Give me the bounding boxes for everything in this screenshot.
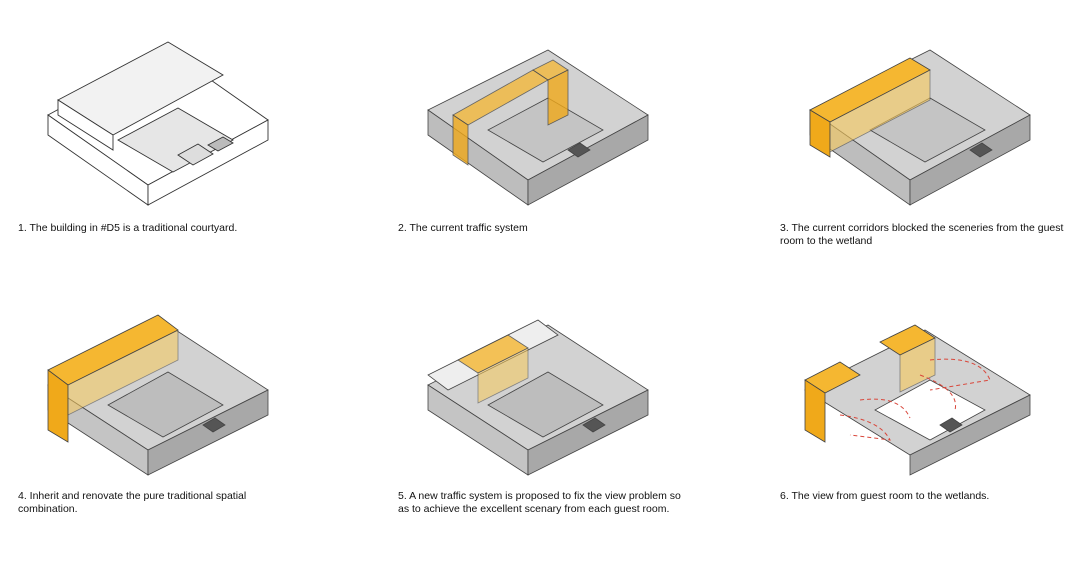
caption-4: 4. Inherit and renovate the pure traditi… <box>18 490 247 515</box>
diagram-4-renovated-courtyard <box>47 314 269 476</box>
diagram-5-new-traffic-system <box>427 319 649 476</box>
caption-3: 3. The current corridors blocked the sce… <box>780 222 1064 247</box>
caption-1: 1. The building in #D5 is a traditional … <box>18 222 238 234</box>
diagram-1-line-drawing <box>47 41 269 206</box>
caption-5: 5. A new traffic system is proposed to f… <box>398 490 681 515</box>
caption-2: 2. The current traffic system <box>398 222 528 234</box>
diagram-6-view-to-wetlands <box>804 324 1031 476</box>
diagram-3-corridors-blocking <box>809 49 1031 206</box>
caption-6: 6. The view from guest room to the wetla… <box>780 490 990 502</box>
diagram-2-traffic-system <box>427 49 649 206</box>
